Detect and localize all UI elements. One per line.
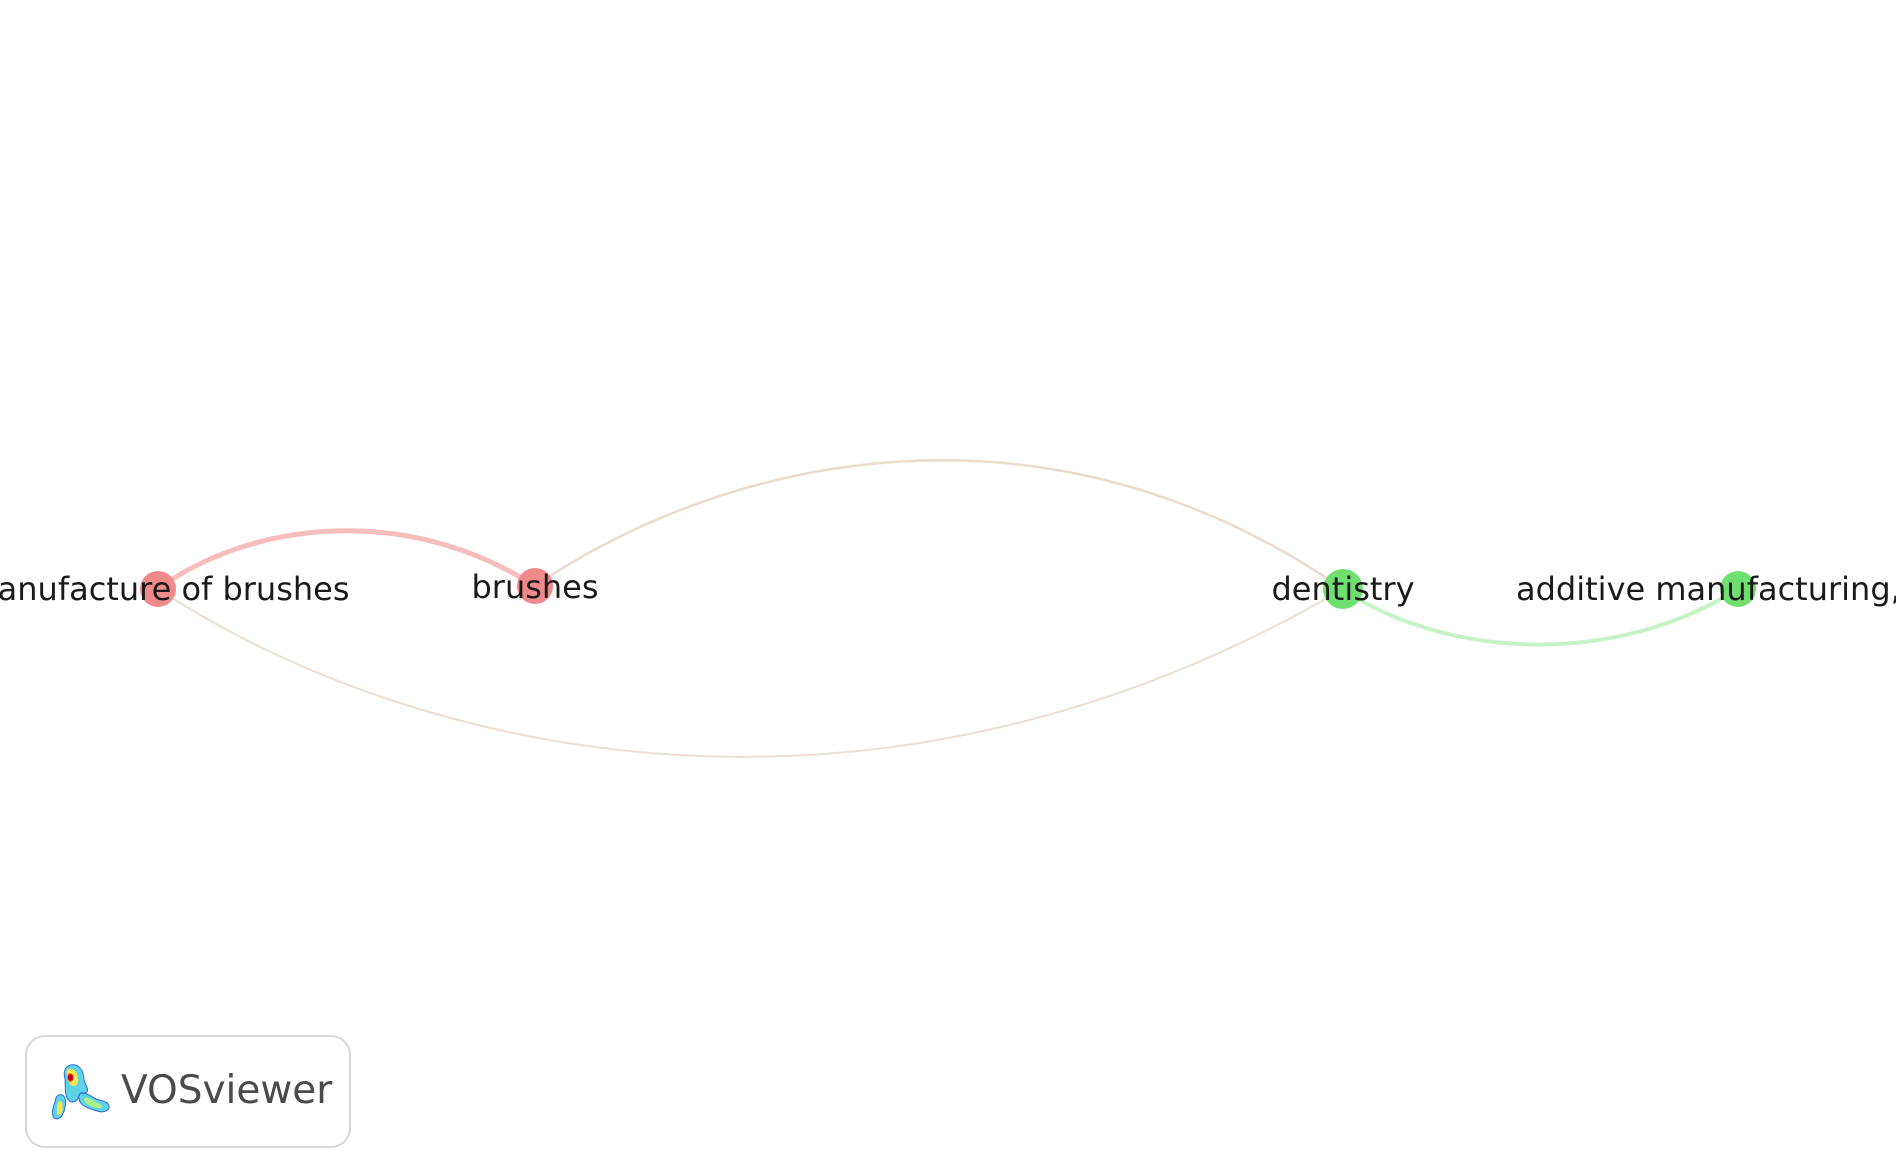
node-label-additive-manufacturing[interactable]: additive manufacturing, i.e. 3d printing (1516, 570, 1896, 608)
nodes-layer (140, 568, 1756, 609)
links-layer (155, 459, 1740, 758)
node-dentistry[interactable] (1323, 569, 1363, 609)
vosviewer-logo-text: VOSviewer (121, 1068, 333, 1113)
link-brushes-dentistry (533, 459, 1345, 591)
node-label-manufacture-of-brushes[interactable]: manufacture of brushes (0, 570, 350, 608)
node-brushes[interactable] (517, 568, 553, 604)
vosviewer-density-logo-icon (51, 1064, 110, 1120)
link-manufacture-dentistry (157, 588, 1344, 758)
node-label-brushes[interactable]: brushes (471, 568, 598, 606)
node-manufacture-of-brushes[interactable] (140, 571, 176, 607)
labels-layer: manufacture of brushes brushes dentistry… (0, 568, 1896, 608)
link-manufacture-brushes (155, 528, 538, 592)
vosviewer-logo-box: VOSviewer (25, 1035, 351, 1148)
link-dentistry-additive (1341, 587, 1740, 647)
node-label-dentistry[interactable]: dentistry (1271, 570, 1414, 608)
node-additive-manufacturing[interactable] (1720, 571, 1756, 607)
